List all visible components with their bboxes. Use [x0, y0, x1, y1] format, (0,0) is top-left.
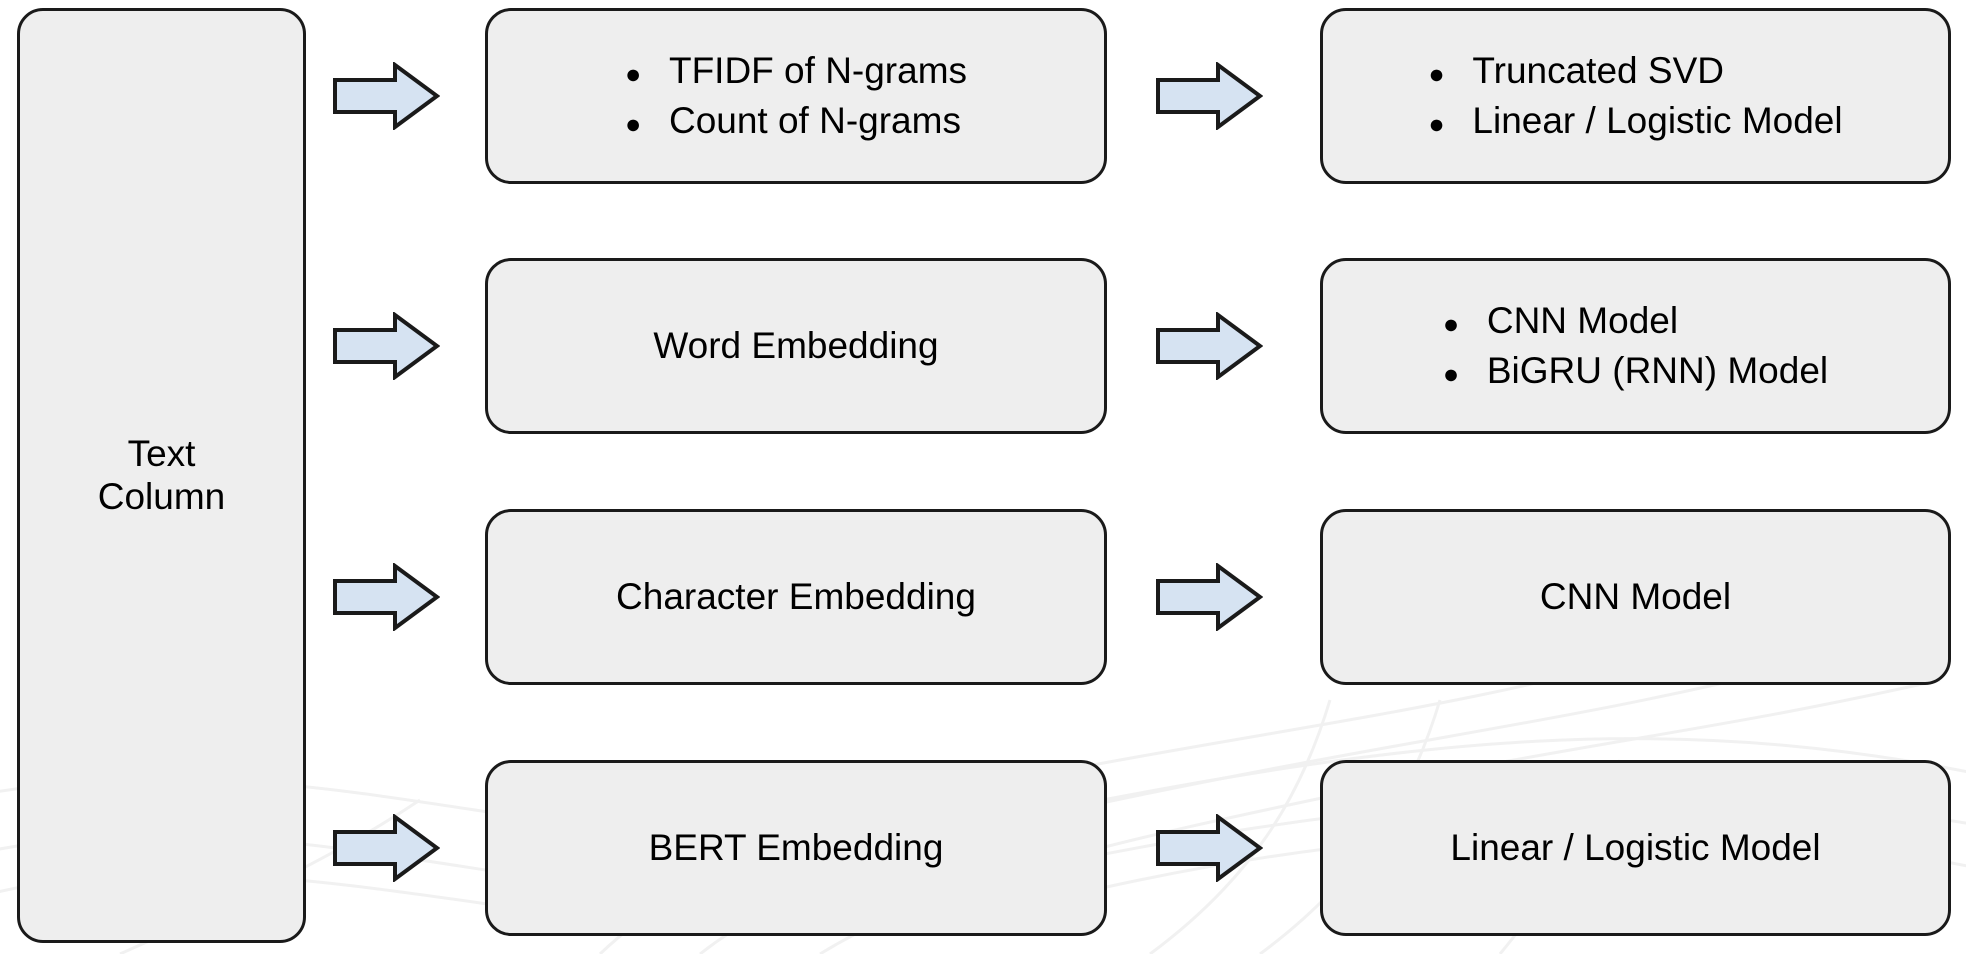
list-item: ● TFIDF of N-grams — [625, 50, 967, 93]
list-item: ● Truncated SVD — [1428, 50, 1724, 93]
bullet-list: ● CNN Model ● BiGRU (RNN) Model — [1443, 300, 1828, 393]
feature-box-label: BERT Embedding — [648, 826, 944, 868]
right-arrow-icon — [1156, 312, 1263, 380]
right-arrow-icon — [1156, 563, 1263, 631]
right-arrow-icon — [333, 563, 440, 631]
bullet-dot-icon: ● — [1442, 308, 1460, 339]
list-item-label: BiGRU (RNN) Model — [1486, 349, 1829, 391]
model-box-label: CNN Model — [1539, 575, 1732, 617]
model-box-label: Linear / Logistic Model — [1450, 826, 1821, 868]
bullet-list: ● TFIDF of N-grams ● Count of N-grams — [625, 50, 967, 143]
bullet-dot-icon: ● — [1428, 58, 1445, 89]
bullet-list: ● Truncated SVD ● Linear / Logistic Mode… — [1428, 50, 1842, 143]
bullet-dot-icon: ● — [624, 108, 642, 139]
list-item-label: TFIDF of N-grams — [668, 49, 968, 91]
model-box-row-4[interactable]: Linear / Logistic Model — [1320, 760, 1951, 936]
right-arrow-icon — [1156, 814, 1263, 882]
source-box-label: Text Column — [97, 432, 226, 517]
right-arrow-icon — [1156, 62, 1263, 130]
feature-box-row-3[interactable]: Character Embedding — [485, 509, 1107, 685]
feature-box-row-2[interactable]: Word Embedding — [485, 258, 1107, 434]
right-arrow-icon — [333, 814, 440, 882]
list-item-label: Linear / Logistic Model — [1472, 99, 1843, 141]
model-box-row-3[interactable]: CNN Model — [1320, 509, 1951, 685]
bullet-dot-icon: ● — [624, 58, 642, 89]
list-item: ● Count of N-grams — [625, 100, 961, 143]
model-box-row-2[interactable]: ● CNN Model ● BiGRU (RNN) Model — [1320, 258, 1951, 434]
feature-box-row-1[interactable]: ● TFIDF of N-grams ● Count of N-grams — [485, 8, 1107, 184]
right-arrow-icon — [333, 62, 440, 130]
list-item-label: CNN Model — [1486, 299, 1679, 341]
feature-box-row-4[interactable]: BERT Embedding — [485, 760, 1107, 936]
list-item: ● Linear / Logistic Model — [1428, 100, 1842, 143]
list-item: ● CNN Model — [1443, 300, 1678, 343]
list-item-label: Count of N-grams — [668, 99, 961, 141]
bullet-dot-icon: ● — [1428, 108, 1445, 139]
right-arrow-icon — [333, 312, 440, 380]
model-box-row-1[interactable]: ● Truncated SVD ● Linear / Logistic Mode… — [1320, 8, 1951, 184]
bullet-dot-icon: ● — [1442, 358, 1460, 389]
list-item-label: Truncated SVD — [1472, 49, 1724, 91]
feature-box-label: Word Embedding — [653, 324, 939, 366]
source-box-text-column[interactable]: Text Column — [17, 8, 306, 943]
feature-box-label: Character Embedding — [616, 575, 976, 617]
list-item: ● BiGRU (RNN) Model — [1443, 350, 1828, 393]
